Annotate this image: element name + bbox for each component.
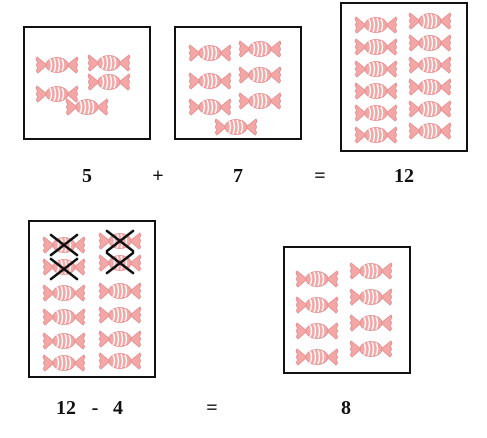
candy-icon — [295, 294, 339, 316]
candy-icon — [98, 304, 142, 326]
candy-icon — [188, 96, 232, 118]
candy-icon — [42, 282, 86, 304]
candy-icon — [408, 76, 452, 98]
candy-icon — [408, 54, 452, 76]
plus-sign: + — [152, 165, 164, 187]
candy-icon — [238, 90, 282, 112]
candy-icon — [214, 116, 258, 138]
candy-icon — [349, 338, 393, 360]
addend-seven-label: 7 — [233, 165, 243, 187]
sum-twelve-label: 12 — [394, 165, 414, 187]
candy-icon — [354, 58, 398, 80]
candy-icon — [295, 320, 339, 342]
candy-icon — [42, 306, 86, 328]
candy-icon — [35, 83, 79, 105]
cross-out-icon — [48, 256, 80, 282]
cross-out-icon — [104, 250, 136, 276]
candy-icon — [349, 260, 393, 282]
candy-icon — [349, 312, 393, 334]
group-five-candies-box — [23, 26, 151, 140]
candy-icon — [98, 350, 142, 372]
equals-sign: = — [206, 397, 218, 419]
addend-five-label: 5 — [82, 165, 92, 187]
candy-icon — [238, 64, 282, 86]
candy-icon — [408, 98, 452, 120]
cross-out-icon — [104, 228, 136, 254]
candy-icon — [354, 102, 398, 124]
candy-icon — [408, 120, 452, 142]
candy-icon — [87, 71, 131, 93]
twelve-candies-with-four-crossed-box — [28, 220, 156, 378]
candy-icon — [98, 280, 142, 302]
candy-icon — [354, 36, 398, 58]
candy-icon — [98, 328, 142, 350]
candy-icon — [354, 80, 398, 102]
candy-icon — [295, 346, 339, 368]
result-eight-candies-box — [283, 246, 411, 374]
candy-icon — [42, 352, 86, 374]
candy-icon — [65, 96, 109, 118]
candy-icon — [354, 124, 398, 146]
difference-eight-label: 8 — [341, 397, 351, 419]
equals-sign: = — [314, 165, 326, 187]
candy-icon — [354, 14, 398, 36]
candy-icon — [408, 32, 452, 54]
group-twelve-candies-box — [340, 2, 468, 152]
candy-icon — [408, 10, 452, 32]
candy-icon — [188, 70, 232, 92]
subtrahend-four-label: 4 — [113, 397, 123, 419]
candy-icon — [295, 268, 339, 290]
candy-icon — [87, 52, 131, 74]
candy-icon — [42, 330, 86, 352]
candy-icon — [35, 54, 79, 76]
candy-icon — [349, 286, 393, 308]
minus-sign: - — [91, 397, 99, 419]
candy-icon — [188, 42, 232, 64]
candy-icon — [238, 38, 282, 60]
group-seven-candies-box — [174, 26, 302, 140]
cross-out-icon — [48, 232, 80, 258]
minuend-twelve-label: 12 — [56, 397, 76, 419]
